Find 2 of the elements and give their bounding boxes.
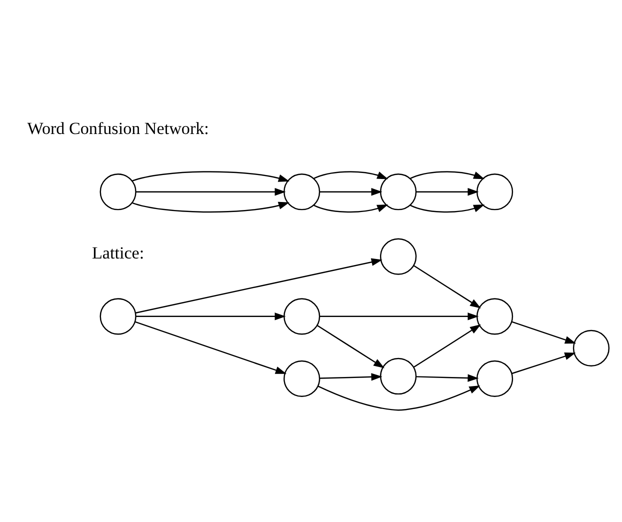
- label: Lattice:: [92, 244, 144, 263]
- label: Word Confusion Network:: [27, 119, 209, 138]
